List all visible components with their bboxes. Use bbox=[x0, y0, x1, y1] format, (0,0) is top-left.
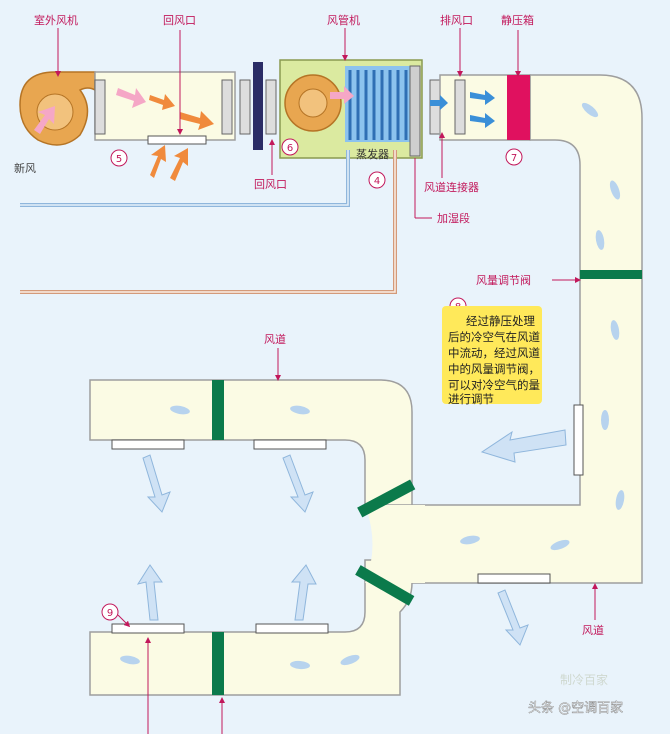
note-line-3: 中流动，经过风道 bbox=[448, 346, 540, 360]
dampers bbox=[212, 270, 642, 695]
svg-text:9: 9 bbox=[107, 608, 113, 619]
static-pressure-box bbox=[507, 75, 530, 140]
damper-junction-bottom bbox=[355, 565, 415, 606]
diffusers bbox=[111, 404, 584, 634]
svg-text:7: 7 bbox=[511, 153, 517, 164]
label-duct-connector: 风道连接器 bbox=[424, 180, 479, 194]
note-line-2: 后的冷空气在风道 bbox=[448, 330, 540, 344]
label-humidifier: 加湿段 bbox=[437, 211, 470, 225]
callout-9: 9 bbox=[101, 603, 119, 621]
damper-upper bbox=[212, 380, 224, 440]
label-outdoor-fan: 室外风机 bbox=[34, 13, 78, 27]
note-box: 经过静压处理 后的冷空气在风道 中流动，经过风道 中的风量调节阀， 可以对冷空气… bbox=[442, 306, 542, 406]
label-fresh-air: 新风 bbox=[14, 161, 36, 175]
humidifier-section bbox=[409, 65, 421, 157]
evaporator-coil bbox=[345, 66, 410, 142]
damper-lower bbox=[212, 632, 224, 695]
svg-text:6: 6 bbox=[287, 143, 293, 154]
callout-5: 5 bbox=[110, 149, 128, 167]
label-static-box: 静压箱 bbox=[501, 13, 534, 27]
top-equipment bbox=[19, 59, 531, 181]
label-duct-left: 风道 bbox=[264, 332, 286, 346]
note-line-4: 中的风量调节阀， bbox=[448, 362, 540, 376]
callout-6: 6 bbox=[281, 138, 299, 156]
note-line-1: 经过静压处理 bbox=[466, 314, 535, 328]
label-duct-unit: 风管机 bbox=[327, 13, 360, 27]
label-exhaust-outlet: 排风口 bbox=[440, 13, 473, 27]
label-damper: 风量调节阀 bbox=[476, 273, 531, 287]
label-return-outlet-top: 回风口 bbox=[163, 14, 196, 27]
leader-lines bbox=[55, 28, 598, 734]
label-return-outlet-mid: 回风口 bbox=[254, 178, 287, 191]
callout-4: 4 bbox=[368, 171, 386, 189]
callout-markers: 5 6 4 7 8 9 bbox=[101, 138, 523, 621]
duct-network bbox=[89, 74, 643, 696]
callout-7: 7 bbox=[505, 148, 523, 166]
svg-text:4: 4 bbox=[374, 176, 380, 187]
watermark-faint: 制冷百家 bbox=[560, 672, 608, 687]
watermarks: 制冷百家 头条 @空调百家 bbox=[528, 672, 624, 716]
pipes bbox=[20, 150, 397, 294]
duct-flow-hints bbox=[120, 102, 625, 670]
airflow-arrows-out bbox=[136, 429, 567, 646]
watermark: 头条 @空调百家 bbox=[528, 700, 623, 716]
component-labels: 室外风机 回风口 风管机 排风口 静压箱 新风 回风口 蒸发器 风道连接器 加湿… bbox=[14, 13, 604, 637]
svg-text:5: 5 bbox=[116, 154, 122, 165]
damper-junction-top bbox=[357, 479, 416, 518]
note-line-6: 进行调节 bbox=[448, 392, 494, 406]
label-evaporator: 蒸发器 bbox=[356, 147, 389, 161]
panel-divider bbox=[253, 62, 263, 150]
damper-right bbox=[580, 270, 642, 279]
label-duct-bottom: 风道 bbox=[582, 623, 604, 637]
note-line-5: 可以对冷空气的量 bbox=[448, 378, 540, 392]
